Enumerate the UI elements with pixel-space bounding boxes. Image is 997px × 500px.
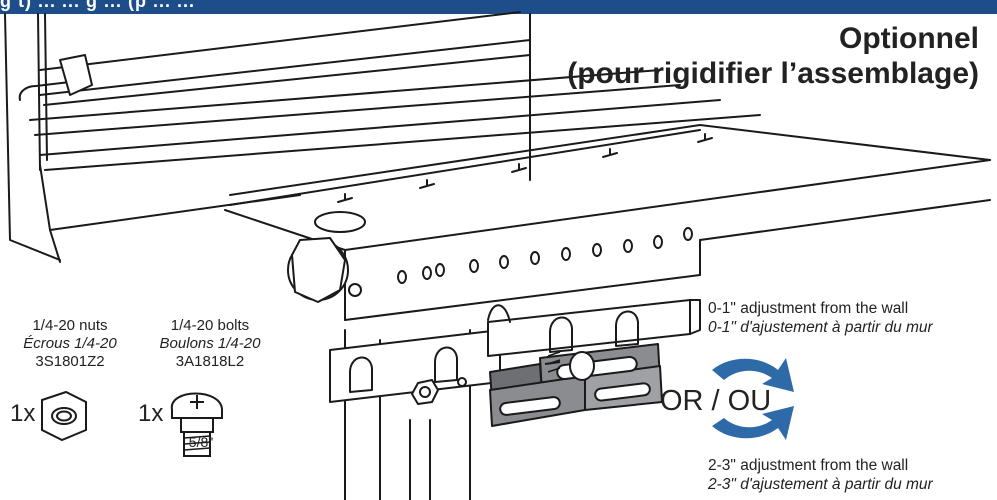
- adjustment-near: 0-1" adjustment from the wall 0-1" d'aju…: [708, 299, 933, 337]
- optional-title: Optionnel: [839, 22, 979, 55]
- nuts-quantity: 1x: [10, 400, 36, 427]
- bolt-length: 5/8": [188, 434, 214, 450]
- header-banner-text: g t) ... ... g ... (p ... ...: [0, 0, 195, 11]
- adjustment-far-en: 2-3" adjustment from the wall: [708, 457, 909, 474]
- bolts-part-number: 3A1818L2: [175, 353, 245, 370]
- adjustment-far: 2-3" adjustment from the wall 2-3" d'aju…: [708, 456, 933, 494]
- adjustment-near-fr: 0-1" d'ajustement à partir du mur: [708, 319, 933, 336]
- bolts-label: 1/4-20 bolts Boulons 1/4-20 3A1818L2: [140, 317, 280, 371]
- bolts-label-fr: Boulons 1/4-20: [159, 335, 261, 352]
- nuts-label: 1/4-20 nuts Écrous 1/4-20 3S1801Z2: [15, 317, 125, 371]
- bolts-label-en: 1/4-20 bolts: [170, 317, 250, 334]
- nuts-label-en: 1/4-20 nuts: [32, 317, 108, 334]
- bolts-quantity: 1x: [138, 400, 164, 427]
- adjustment-near-en: 0-1" adjustment from the wall: [708, 300, 909, 317]
- header-banner: g t) ... ... g ... (p ... ...: [0, 0, 997, 14]
- adjustment-far-fr: 2-3" d'ajustement à partir du mur: [708, 476, 933, 493]
- or-label: OR / OU: [660, 385, 772, 417]
- optional-subtitle: (pour rigidifier l’assemblage): [567, 57, 979, 90]
- nuts-label-fr: Écrous 1/4-20: [23, 335, 117, 352]
- nuts-part-number: 3S1801Z2: [35, 353, 105, 370]
- bolt-icon: [170, 392, 223, 457]
- hex-nut-icon: [41, 390, 87, 442]
